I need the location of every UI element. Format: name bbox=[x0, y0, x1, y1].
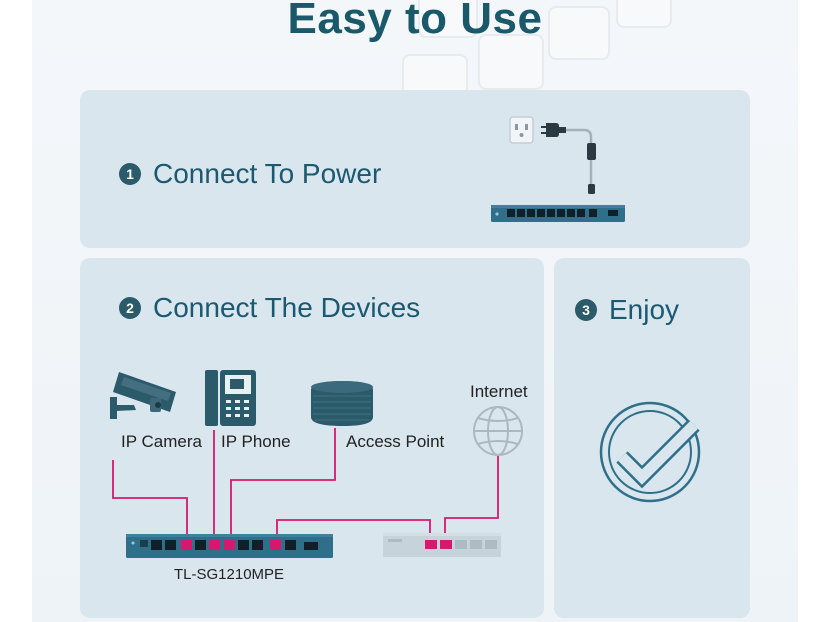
switch-main-icon bbox=[126, 534, 333, 558]
step-title: Connect The Devices bbox=[153, 292, 421, 323]
power-connector-icon bbox=[588, 184, 595, 194]
keyboard-key-decoration bbox=[418, 0, 478, 38]
keyboard-key-decoration bbox=[616, 0, 672, 28]
step-panel-power: 1 Connect To Power bbox=[80, 90, 750, 248]
check-badge-icon bbox=[599, 401, 701, 503]
step-number: 3 bbox=[575, 299, 597, 321]
access-point-label: Access Point bbox=[346, 432, 445, 451]
step-panel-enjoy: 3 Enjoy bbox=[554, 258, 750, 618]
router-icon bbox=[383, 533, 501, 557]
ip-camera-label: IP Camera bbox=[121, 432, 202, 451]
switch-model-label: TL-SG1210MPE bbox=[174, 566, 285, 583]
switch-ports bbox=[507, 209, 618, 217]
step-heading-power: 1 Connect To Power bbox=[119, 158, 381, 190]
power-cable bbox=[566, 128, 593, 190]
globe-icon bbox=[473, 406, 523, 456]
switch-power-icon bbox=[491, 205, 625, 222]
step-heading-devices: 2 Connect The Devices bbox=[119, 292, 420, 324]
step-number: 2 bbox=[119, 297, 141, 319]
step-heading-enjoy: 3 Enjoy bbox=[575, 294, 679, 326]
internet-label: Internet bbox=[470, 382, 528, 401]
ip-camera-icon bbox=[110, 372, 176, 419]
step-title: Enjoy bbox=[609, 294, 680, 325]
power-plug-icon bbox=[541, 123, 566, 137]
power-adapter-icon bbox=[587, 143, 596, 160]
power-outlet-icon bbox=[509, 116, 534, 144]
access-point-icon bbox=[311, 381, 373, 426]
step-number: 1 bbox=[119, 163, 141, 185]
page-title: Easy to Use bbox=[287, 0, 543, 43]
ip-phone-label: IP Phone bbox=[221, 432, 291, 451]
keyboard-key-decoration bbox=[478, 34, 544, 90]
step-title: Connect To Power bbox=[153, 158, 382, 189]
poe-link-lines bbox=[112, 428, 499, 540]
ip-phone-icon bbox=[205, 370, 256, 426]
keyboard-key-decoration bbox=[548, 6, 610, 60]
